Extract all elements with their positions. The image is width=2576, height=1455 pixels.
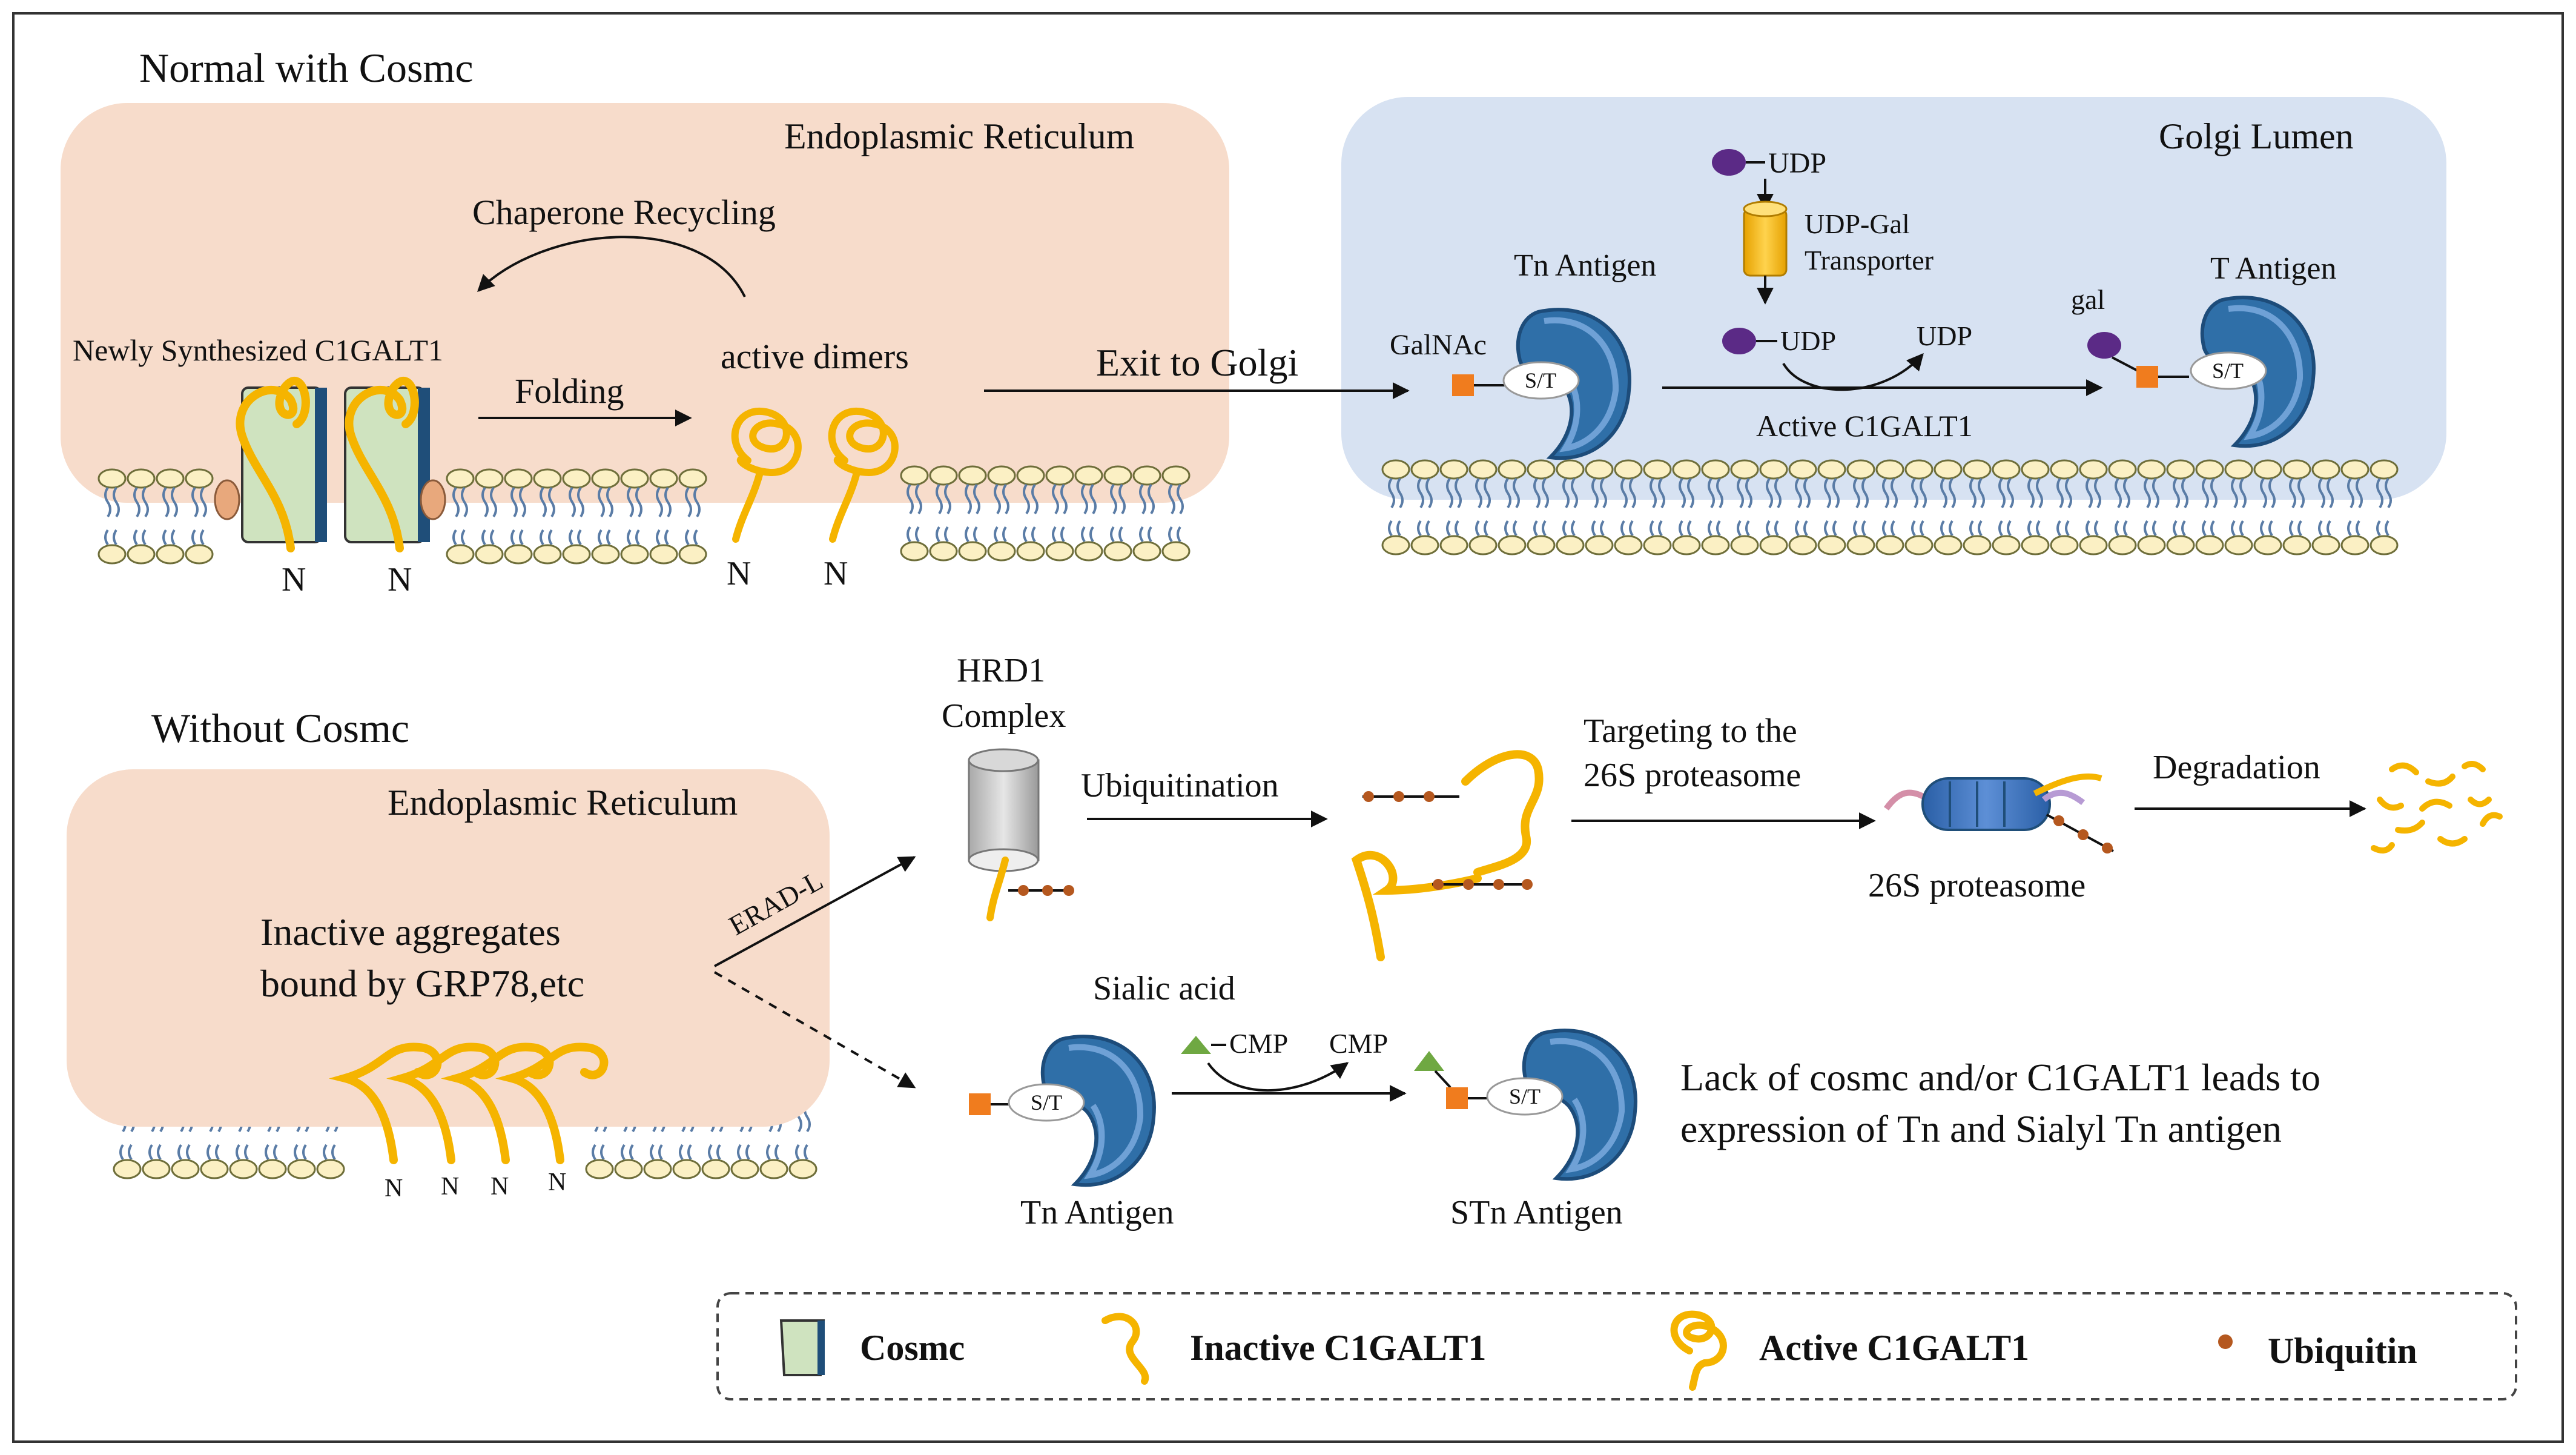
without-section-title: Without Cosmc (151, 705, 409, 751)
st-label-3: S/T (1031, 1090, 1062, 1115)
figure-border (12, 12, 2564, 1443)
udp-label-a: UDP (1780, 325, 1836, 356)
cmp-label-b: CMP (1329, 1028, 1388, 1059)
legend-active-label: Active C1GALT1 (1759, 1328, 2029, 1368)
chaperone-recycling-arrow (477, 236, 746, 297)
st-site-1 (1502, 361, 1580, 400)
proteasome-label: 26S proteasome (1868, 867, 2086, 904)
galnac-icon-stn (1446, 1087, 1468, 1109)
tn-antigen-label-bottom: Tn Antigen (1020, 1194, 1174, 1231)
n-terminus-label-1: N (282, 561, 306, 598)
er-label-top: Endoplasmic Reticulum (784, 116, 1134, 156)
n-terminus-label-3: N (727, 555, 751, 592)
udp-label-b: UDP (1917, 320, 1972, 351)
udp-gal-icon (1722, 328, 1756, 354)
conclusion-label-2: expression of Tn and Sialyl Tn antigen (1680, 1107, 2282, 1150)
proteasome-26s-icon (1883, 773, 2114, 853)
legend-active-icon (1670, 1310, 1727, 1391)
sialic-acid-label: Sialic acid (1093, 970, 1235, 1007)
t-antigen-label: T Antigen (2210, 251, 2336, 286)
erad-l-arrow (714, 856, 916, 967)
udp-sugar-icon (1712, 149, 1746, 176)
ubiquitin-chain-hrd1 (1008, 885, 1074, 896)
inactive-aggregates-label-1: Inactive aggregates (260, 910, 561, 953)
sialic-acid-icon (1181, 1036, 1211, 1054)
inactive-aggregates (329, 1042, 609, 1164)
membrane-er-top-b (446, 468, 707, 565)
st-site-3 (1008, 1083, 1085, 1122)
active-dimers-label: active dimers (721, 337, 909, 376)
transporter-label-1: UDP-Gal (1805, 208, 1910, 239)
st-label-1: S/T (1525, 368, 1556, 393)
legend-cosmc-label: Cosmc (860, 1328, 965, 1368)
hrd1-label-1: HRD1 (957, 652, 1045, 689)
golgi-label: Golgi Lumen (2159, 116, 2354, 156)
normal-section-title: Normal with Cosmc (139, 45, 474, 91)
legend-inactive-label: Inactive C1GALT1 (1190, 1328, 1487, 1368)
gal-label: gal (2071, 284, 2105, 315)
newly-synthesized-c1galt1 (236, 377, 419, 552)
folding-label: Folding (515, 371, 624, 411)
retrotranslocated-strand (986, 857, 1009, 921)
transporter-label-2: Transporter (1805, 245, 1934, 276)
galnac-icon-t (2136, 366, 2158, 388)
galnac-icon (1452, 374, 1474, 396)
newly-synthesized-label: Newly Synthesized C1GALT1 (73, 333, 443, 367)
exit-to-golgi-label: Exit to Golgi (1096, 341, 1298, 384)
udp-top-label: UDP (1768, 147, 1826, 179)
stn-antigen-label: STn Antigen (1450, 1194, 1623, 1231)
n-terminus-label-2: N (388, 561, 412, 598)
er-compartment-top (61, 103, 1229, 503)
ubiquitination-label: Ubiquitination (1081, 767, 1279, 804)
n-label-b2: N (441, 1173, 459, 1201)
st-site-4 (1486, 1077, 1564, 1116)
inactive-aggregates-label-2: bound by GRP78,etc (260, 962, 584, 1005)
legend-ubiquitin-label: Ubiquitin (2268, 1331, 2417, 1371)
n-label-b1: N (385, 1175, 403, 1202)
er-compartment-bottom (67, 769, 830, 1127)
cmp-release-arrow (1207, 1062, 1349, 1092)
degraded-fragments (2371, 761, 2503, 853)
chaperone-recycling-label: Chaperone Recycling (472, 193, 776, 232)
tn-antigen-label-top: Tn Antigen (1514, 248, 1656, 283)
galnac-icon-bottom (969, 1093, 991, 1115)
st-site-2 (2190, 351, 2267, 390)
active-c1galt1-label: Active C1GALT1 (1756, 409, 1973, 443)
er-label-bottom: Endoplasmic Reticulum (388, 783, 738, 823)
udp-release-arrow (1782, 353, 1924, 391)
hrd1-label-2: Complex (942, 697, 1066, 735)
cmp-label-a: CMP (1229, 1028, 1288, 1059)
legend-cosmc-icon (779, 1319, 825, 1376)
membrane-golgi (1381, 459, 2399, 555)
st-label-2: S/T (2212, 359, 2244, 383)
sialic-acid-icon-stn (1414, 1051, 1444, 1071)
targeting-label-1: Targeting to the (1584, 712, 1797, 750)
targeting-label-2: 26S proteasome (1584, 757, 1801, 794)
degradation-label: Degradation (2153, 749, 2320, 786)
gal-icon (2087, 332, 2121, 359)
udp-gal-transporter (1743, 201, 1788, 277)
legend-inactive-icon (1101, 1313, 1149, 1385)
sialic-bond-stn (1434, 1070, 1451, 1089)
dashed-pathway-arrow (714, 971, 916, 1089)
gal-bond (2112, 356, 2138, 372)
n-label-b4: N (548, 1168, 566, 1196)
n-label-b3: N (490, 1173, 509, 1201)
legend-ubiquitin-icon (2218, 1334, 2233, 1349)
n-terminus-label-4: N (824, 555, 848, 592)
ubiquitinated-c1galt1 (1351, 750, 1544, 961)
galnac-label: GalNAc (1390, 329, 1487, 361)
conclusion-label-1: Lack of cosmc and/or C1GALT1 leads to (1680, 1056, 2320, 1099)
legend-box (716, 1292, 2517, 1400)
st-label-4: S/T (1509, 1084, 1541, 1109)
hrd1-complex-icon (968, 748, 1040, 872)
